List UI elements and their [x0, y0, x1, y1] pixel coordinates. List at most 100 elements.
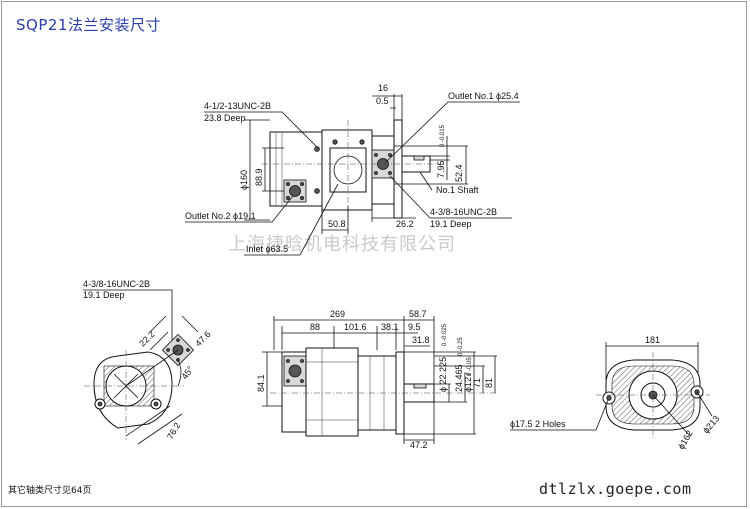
- dim-269: 269: [330, 309, 345, 319]
- right-dim-lines: [404, 351, 497, 435]
- page-title: SQP21法兰安装尺寸: [16, 16, 161, 34]
- dim-38-1: 38.1: [381, 322, 399, 332]
- dim-phi-160: ϕ160: [239, 170, 249, 190]
- dim-52-4-lines: [394, 145, 468, 185]
- rear-cover-ribs: [275, 132, 283, 206]
- dim-127: ϕ127: [463, 372, 473, 392]
- thread-side-label: 4-3/8-16UNC-2B: [430, 207, 497, 217]
- inlet-leader: [244, 183, 339, 256]
- bolt-hole: [285, 195, 290, 200]
- dim-22-225: ϕ 22.225: [438, 357, 448, 392]
- dim-50-8: 50.8: [328, 219, 346, 229]
- housing-detail-lines: [306, 348, 358, 436]
- bolt-hole: [332, 139, 338, 145]
- bolt-hole: [300, 379, 304, 383]
- left-end-view: 4-3/8-16UNC-2B 19.1 Deep 22.2 47.6: [83, 279, 213, 445]
- thread-top-depth: 23.8 Deep: [204, 113, 246, 123]
- front-dia-leaders: [652, 391, 713, 437]
- left-thread-leader: [83, 289, 173, 360]
- dim-phi-162: ϕ162: [676, 429, 695, 451]
- dim-31-8: 31.8: [412, 335, 430, 345]
- dim-52-4: 52.4: [454, 164, 464, 182]
- dim-7-95-lines: [430, 136, 450, 180]
- company-watermark: 上海捷晗机电科技有限公司: [228, 234, 456, 255]
- dim-22-225-tolerance: 0 -0.025: [442, 323, 448, 346]
- dim-16-lines: [372, 94, 403, 120]
- bolt-hole: [186, 348, 190, 352]
- website-watermark: dtlzlx.goepe.com: [539, 480, 692, 498]
- side-port: [288, 364, 302, 378]
- side-shaft-key: [413, 383, 427, 389]
- outlet2-label: Outlet No.2 ϕ19.1: [185, 211, 256, 221]
- dim-26-2: 26.2: [396, 219, 414, 229]
- inlet-label: Inlet ϕ63.5: [246, 244, 288, 254]
- dim-phi-213: ϕ213: [701, 413, 722, 435]
- bolt-hole: [374, 153, 378, 157]
- bolt-hole: [388, 171, 392, 175]
- bolt-hole: [176, 338, 180, 342]
- dim-47-2-lines: [403, 402, 435, 444]
- dim-88-9: 88.9: [254, 168, 264, 186]
- outlet1-label: Outlet No.1 ϕ25.4: [448, 91, 519, 101]
- dim-47-6: 47.6: [193, 329, 212, 348]
- outlet2-leader: [185, 195, 294, 223]
- bolt-hole: [166, 348, 170, 352]
- side-view: 269 58.7 88 101.6 38.1 9.5 31.8 84.1: [256, 309, 497, 450]
- shaft-key: [413, 155, 425, 161]
- front-flange-view: 181 ϕ17.5 2 Holes ϕ162 ϕ213: [510, 335, 721, 451]
- outlet2-port: [289, 185, 301, 197]
- dim-22-2: 22.2: [137, 329, 156, 348]
- holes-leader: [510, 399, 609, 431]
- bolt-hole: [314, 146, 320, 152]
- mount-hole-center: [606, 395, 612, 401]
- dim-84-1: 84.1: [256, 374, 266, 392]
- bolt-hole: [359, 139, 365, 145]
- dim-7-95: 7.95: [436, 160, 446, 178]
- outlet1-leader: [385, 101, 520, 163]
- dim-47-2: 47.2: [410, 440, 428, 450]
- dim-160-lines: [244, 119, 284, 221]
- bolt-hole: [285, 181, 290, 186]
- bolt-hole: [374, 171, 378, 175]
- top-view: 4-1/2-13UNC-2B 23.8 Deep 16 0.5 Outlet N…: [185, 83, 520, 256]
- bolt-hole: [286, 359, 290, 363]
- dim-24-465-tolerance: 0 -0.25: [458, 337, 464, 356]
- dim-9-5: 9.5: [408, 322, 421, 332]
- left-dim-lines: [149, 315, 199, 351]
- left-thread-label: 4-3/8-16UNC-2B: [83, 279, 150, 289]
- shaft-label: No.1 Shaft: [436, 185, 479, 195]
- angle-arc: [125, 349, 182, 387]
- dim-269-lines: [273, 316, 435, 400]
- dim-50-8-lines: [321, 206, 349, 234]
- bolt-hole: [314, 188, 320, 194]
- thread-top-leader: [204, 111, 318, 148]
- dim-24-465: 24.465: [454, 364, 464, 392]
- dim-45-degrees: 45°: [179, 364, 195, 381]
- dim-84-1-lines: [262, 351, 282, 407]
- thread-side-depth: 19.1 Deep: [430, 219, 472, 229]
- dim-76-2-lines: [125, 405, 183, 445]
- dim-81: 81: [484, 378, 494, 388]
- dim-26-2-lines: [371, 204, 416, 222]
- dim-71: 71: [472, 378, 482, 388]
- bolt-hole: [286, 379, 290, 383]
- dim-58-7: 58.7: [409, 309, 427, 319]
- footnote: 其它轴类尺寸见64页: [8, 486, 92, 496]
- holes-label: ϕ17.5 2 Holes: [510, 419, 566, 429]
- shaft-leader: [419, 171, 433, 191]
- dim-16: 16: [378, 83, 388, 93]
- mount-hole-center: [97, 401, 103, 407]
- bolt-hole: [299, 181, 304, 186]
- dim-7-95-tolerance: 0 -0.015: [440, 124, 446, 147]
- dim-101-6: 101.6: [344, 322, 367, 332]
- thread-top-label: 4-1/2-13UNC-2B: [204, 101, 271, 111]
- left-thread-depth: 19.1 Deep: [83, 290, 125, 300]
- bolt-hole: [300, 359, 304, 363]
- dim-0-5: 0.5: [376, 96, 389, 106]
- dim-88: 88: [310, 322, 320, 332]
- dim-181: 181: [645, 335, 660, 345]
- thread-side-leader: [389, 175, 512, 219]
- side-main-housing: [305, 347, 359, 437]
